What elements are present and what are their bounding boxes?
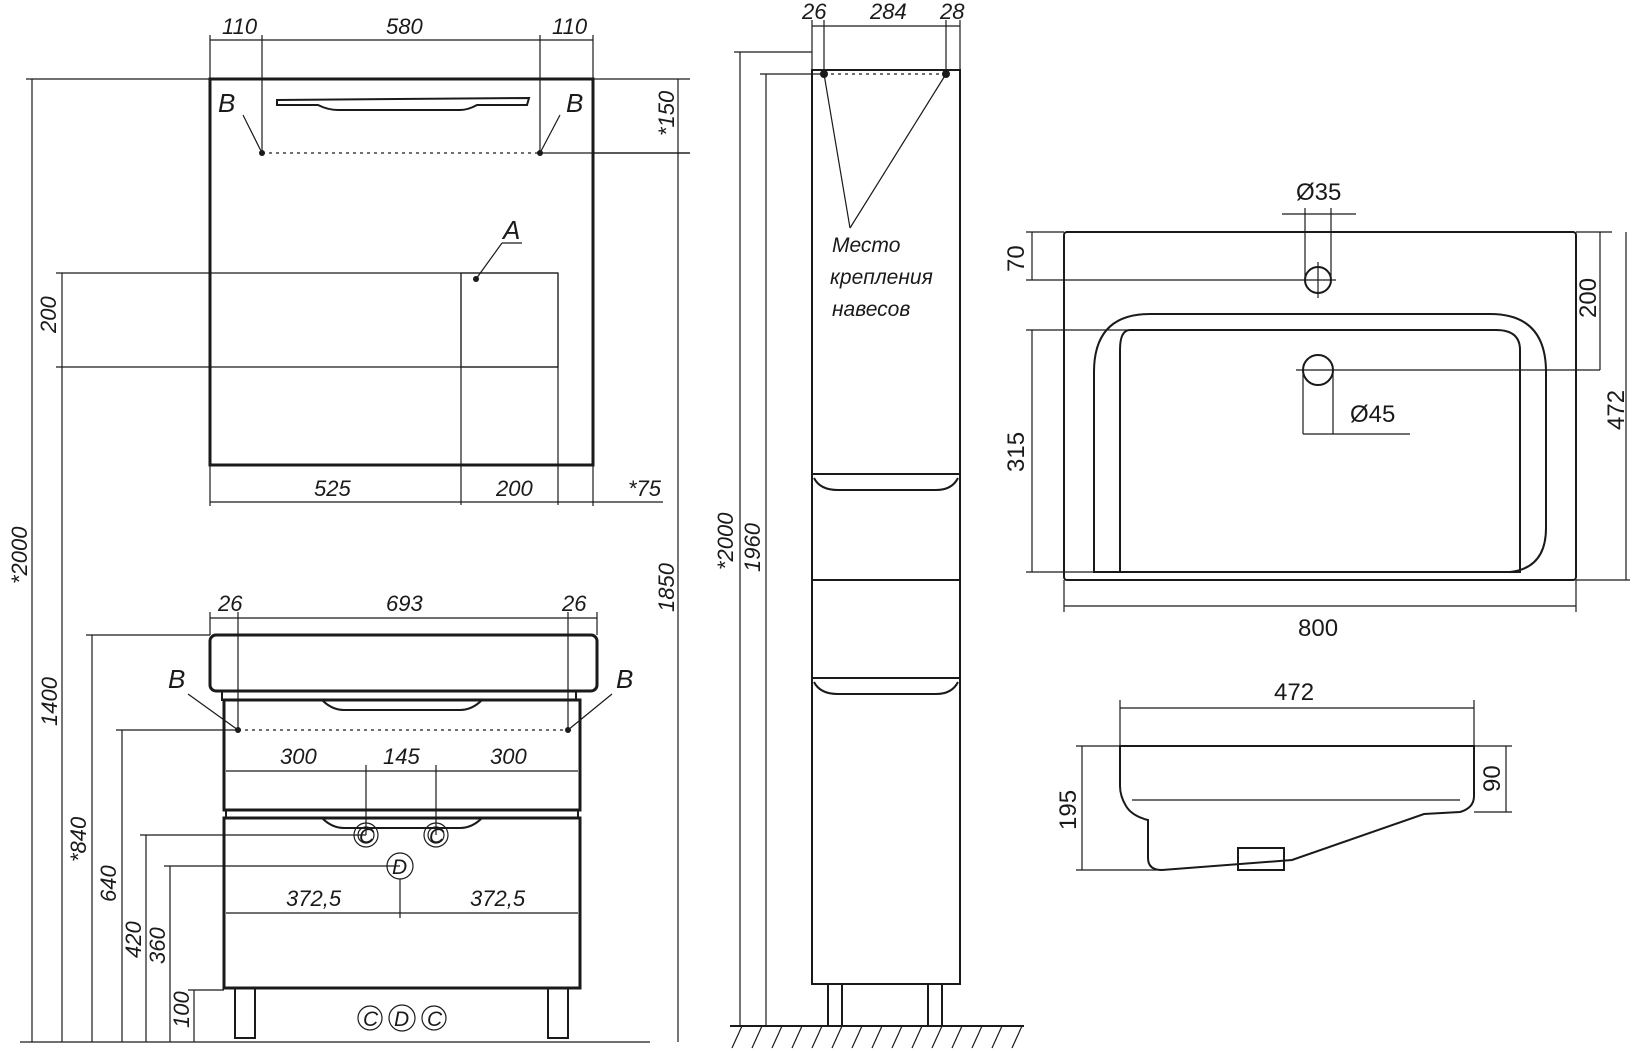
- mirror-bottom-dim-200: 200: [495, 476, 533, 501]
- column-top-dim-26: 26: [801, 0, 827, 24]
- cabinet-c-marker-left-inner: [357, 826, 375, 844]
- height-dim-1850: 1850: [654, 562, 679, 612]
- mirror-b-leader-left: [242, 114, 263, 154]
- cabinet-lower-drawer: [222, 816, 582, 990]
- mirror-left-dim-200: 200: [36, 296, 61, 334]
- column-mount-leader-left: [823, 73, 851, 229]
- basin-outer-edge: [1063, 231, 1577, 581]
- column-top-dim-28: 28: [939, 0, 965, 24]
- column-note-line-2: крепления: [830, 266, 933, 289]
- mirror-bottom-dim-75: *75: [628, 476, 662, 501]
- floor-c-marker-left: [357, 1005, 383, 1031]
- column-note-line-1: Место: [832, 234, 901, 257]
- floor-c-label-left: C: [363, 1008, 379, 1031]
- cabinet-lower-handle: [230, 817, 574, 829]
- column-top-dim-284: 284: [869, 0, 907, 24]
- mirror-top-dim-580: 580: [386, 14, 423, 39]
- cabinet-lower-dim-right: 372,5: [470, 886, 526, 911]
- column-leg-right: [927, 983, 943, 1027]
- height-dim-420: 420: [121, 921, 146, 958]
- basin-side-view: 472 195 90: [1055, 679, 1512, 872]
- cabinet-c-marker-left: [353, 822, 379, 848]
- cabinet-upper-handle: [230, 699, 574, 711]
- mirror-b-label-right: B: [566, 88, 583, 118]
- floor-c-label-right: C: [427, 1008, 443, 1031]
- cabinet-b-leader-right: [567, 693, 613, 731]
- cabinet-top-dim-693: 693: [386, 591, 423, 616]
- basin-d200: 200: [1575, 278, 1602, 318]
- cabinet-b-label-left: B: [168, 664, 185, 694]
- height-dim-100: 100: [169, 991, 194, 1028]
- cabinet-view: B B 26 693 26 300 145 300 C C D 372,5 37…: [168, 591, 633, 1039]
- basin-d315: 315: [1003, 432, 1030, 472]
- column-floor-hatch: [731, 1025, 1023, 1049]
- mirror-view: B B A 110 580 110 525 200: [36, 14, 690, 506]
- mirror-outline: [208, 77, 595, 467]
- mirror-top-dim-110-right: 110: [552, 14, 588, 39]
- basin-side-d195: 195: [1055, 790, 1082, 830]
- column-dim-2000: *2000: [713, 512, 738, 570]
- mirror-a-label: A: [501, 215, 520, 245]
- basin-side-d472: 472: [1274, 679, 1314, 706]
- cabinet-c-marker-right: [423, 822, 449, 848]
- mirror-b-label-left: B: [218, 88, 235, 118]
- height-dimensions: *2000 1400 1850 *840 640 420 360 100: [7, 78, 690, 1043]
- cabinet-b-label-right: B: [616, 664, 633, 694]
- mirror-zone-a: [460, 272, 559, 368]
- column-view: 26 284 28 Место крепления навесов *2000 …: [713, 0, 1024, 1049]
- cabinet-leg-right: [547, 987, 569, 1039]
- floor-d-marker: [388, 1004, 416, 1032]
- floor-c-marker-right: [421, 1005, 447, 1031]
- cabinet-countertop: [208, 633, 599, 693]
- height-dim-840: *840: [66, 816, 91, 862]
- mirror-b-leader-right: [539, 114, 561, 154]
- column-note-line-3: навесов: [832, 298, 910, 321]
- basin-bowl-inner: [1119, 329, 1521, 573]
- cabinet-c-label-left: C: [359, 825, 375, 848]
- basin-bowl-outer: [1093, 313, 1547, 573]
- cabinet-inner-dim-300-right: 300: [490, 744, 527, 769]
- floor-d-label: D: [394, 1008, 409, 1031]
- cabinet-leg-left: [234, 987, 256, 1039]
- height-dim-1400: 1400: [37, 676, 62, 726]
- basin-side-d90: 90: [1479, 765, 1506, 792]
- mirror-lamp: [276, 96, 531, 111]
- cabinet-c-label-right: C: [429, 825, 445, 848]
- basin-top-view: Ø35 Ø45 70 315 200 472 800: [1003, 179, 1630, 642]
- cabinet-top-dim-26-left: 26: [217, 591, 243, 616]
- cabinet-c-marker-right-inner: [427, 826, 445, 844]
- basin-d472: 472: [1603, 390, 1630, 430]
- column-outline: [811, 69, 961, 985]
- height-dim-640: 640: [96, 865, 121, 902]
- column-mount-leader-right: [849, 73, 947, 229]
- basin-d45: Ø45: [1350, 401, 1395, 428]
- height-dim-2000: *2000: [7, 526, 32, 584]
- basin-side-drain: [1237, 847, 1285, 871]
- cabinet-d-label: D: [392, 856, 407, 879]
- basin-d70: 70: [1003, 245, 1030, 272]
- cabinet-inner-dim-145: 145: [383, 744, 420, 769]
- cabinet-inner-dim-300-left: 300: [280, 744, 317, 769]
- basin-d35: Ø35: [1296, 179, 1341, 206]
- cabinet-b-leader-left: [187, 693, 239, 731]
- column-leg-left: [827, 983, 843, 1027]
- mirror-right-dim-150: *150: [654, 90, 679, 136]
- mirror-top-dim-110-left: 110: [222, 14, 258, 39]
- cabinet-lower-dim-left: 372,5: [286, 886, 342, 911]
- column-handle-2: [813, 681, 959, 695]
- column-dim-1960: 1960: [740, 522, 765, 572]
- basin-d800: 800: [1298, 615, 1338, 642]
- column-handle-1: [813, 477, 959, 491]
- cabinet-top-dim-26-right: 26: [561, 591, 587, 616]
- basin-side-outline: [1119, 745, 1475, 872]
- mirror-bottom-dim-525: 525: [314, 476, 351, 501]
- height-dim-360: 360: [145, 927, 170, 964]
